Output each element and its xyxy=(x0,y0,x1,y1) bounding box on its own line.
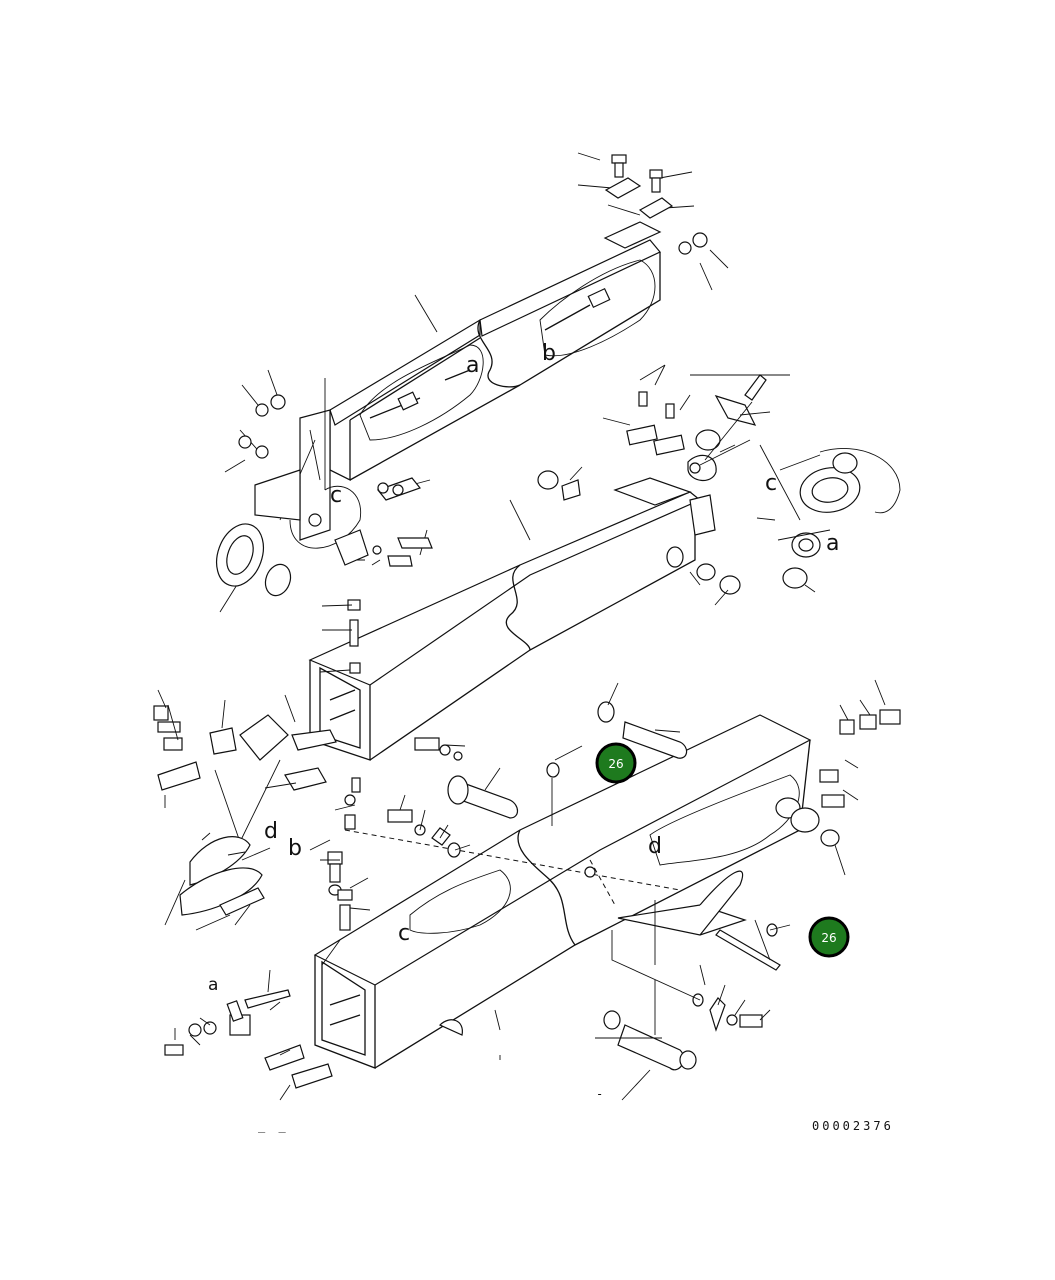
middle-boom xyxy=(308,477,716,761)
pin-assembly xyxy=(344,701,781,971)
footer-mark-small: - xyxy=(596,1087,606,1101)
upper-boom xyxy=(254,221,662,549)
view-letter-a-upper: a xyxy=(466,353,479,378)
view-letter-a-lower: a xyxy=(208,975,218,995)
view-letter-a-right: a xyxy=(826,531,839,556)
drawing-reference-number: 00002376 xyxy=(812,1119,894,1133)
footer-marks: _ _ xyxy=(258,1119,289,1133)
leader-lines-middle xyxy=(319,364,816,673)
view-letter-b-upper: b xyxy=(542,341,556,366)
view-letter-c-lower: c xyxy=(398,921,410,946)
view-letter-d-lower: d xyxy=(648,834,662,859)
leader-lines-upper xyxy=(219,152,729,613)
view-letter-c-right: c xyxy=(765,471,777,496)
callout-badge-upper[interactable]: 26 xyxy=(595,742,637,784)
view-letter-d-left: d xyxy=(264,819,278,844)
callout-badge-lower[interactable]: 26 xyxy=(808,916,850,958)
lower-left-parts xyxy=(153,689,337,931)
view-letter-b-left: b xyxy=(288,836,302,861)
lower-hardware xyxy=(164,709,901,1089)
upper-hardware xyxy=(216,154,708,597)
view-letter-c-upper-mid: c xyxy=(330,483,342,508)
callout-label-lower: 26 xyxy=(821,931,836,945)
view-letters: a b a c c a d b d c xyxy=(208,341,839,995)
leader-lines-lower xyxy=(174,679,886,1101)
lower-boom xyxy=(313,714,820,1069)
middle-hardware xyxy=(347,374,901,674)
callout-label-upper: 26 xyxy=(608,757,623,771)
